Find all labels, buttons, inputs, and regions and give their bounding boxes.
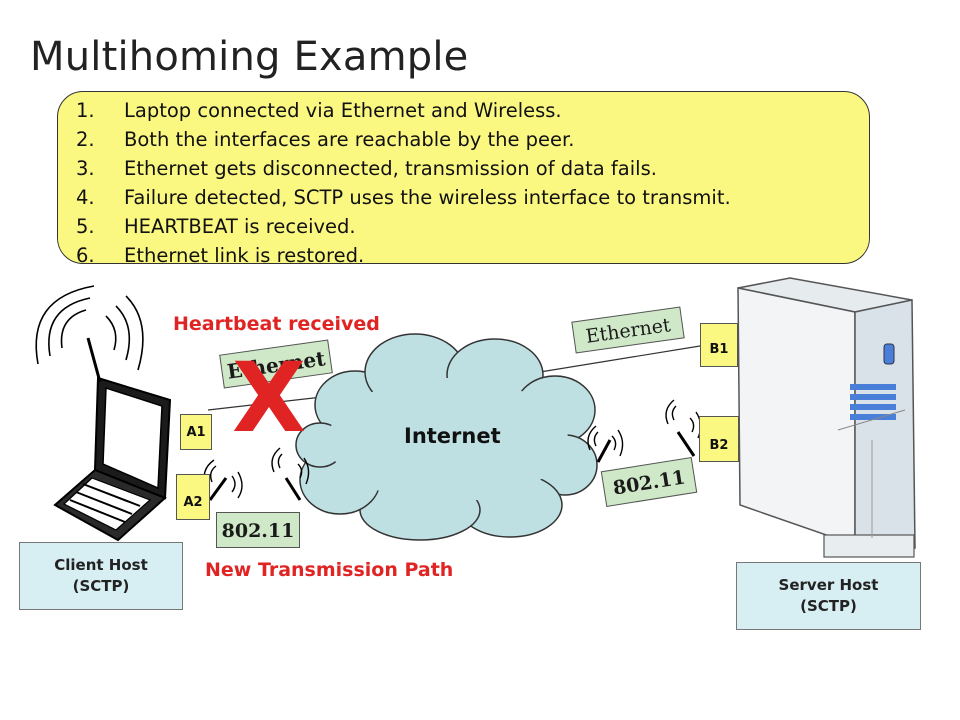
port-a2: A2	[176, 474, 210, 520]
heartbeat-label: Heartbeat received	[173, 313, 380, 335]
step-item: 4.Failure detected, SCTP uses the wirele…	[76, 186, 731, 209]
port-b2: B2	[699, 416, 739, 462]
step-item: 1.Laptop connected via Ethernet and Wire…	[76, 99, 562, 122]
wireless-antenna-icon	[203, 459, 243, 501]
port-a1: A1	[180, 414, 212, 450]
port-b1: B1	[700, 323, 738, 367]
step-item: 3.Ethernet gets disconnected, transmissi…	[76, 157, 657, 180]
step-item: 5.HEARTBEAT is received.	[76, 215, 356, 238]
step-item: 6.Ethernet link is restored.	[76, 244, 365, 267]
new-path-label: New Transmission Path	[205, 559, 454, 581]
client-host-box: Client Host (SCTP)	[19, 542, 183, 610]
server-host-box: Server Host (SCTP)	[736, 562, 921, 630]
slide-title: Multihoming Example	[30, 34, 469, 80]
step-item: 2.Both the interfaces are reachable by t…	[76, 128, 575, 151]
wireless-antenna-icon	[665, 399, 702, 457]
steps-list: 1.Laptop connected via Ethernet and Wire…	[76, 96, 731, 270]
failure-x-mark: X	[232, 342, 307, 454]
ethernet-link-right	[539, 345, 701, 373]
internet-label: Internet	[404, 424, 501, 448]
wireless-tag-left: 802.11	[216, 512, 300, 548]
steps-callout: 1.Laptop connected via Ethernet and Wire…	[57, 91, 870, 267]
laptop-icon	[35, 285, 172, 542]
cloud-core	[328, 378, 568, 502]
wireless-antenna-icon	[271, 447, 310, 501]
wireless-antenna-icon	[587, 425, 624, 463]
server-tower-icon	[737, 277, 916, 558]
